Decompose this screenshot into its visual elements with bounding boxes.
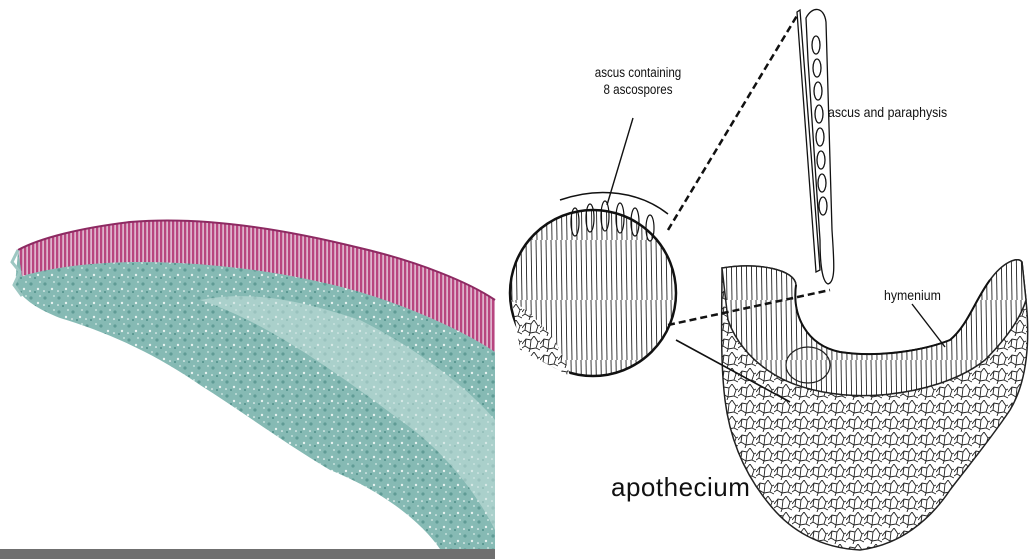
label-ascus-containing: ascus containing 8 ascospores <box>574 64 703 98</box>
label-apothecium: apothecium <box>611 472 750 503</box>
label-ascus-and-paraphysis: ascus and paraphysis <box>828 104 947 120</box>
photo-bottom-strip <box>0 549 495 559</box>
leader-hymenium <box>912 304 945 347</box>
label-ascus-line1: ascus containing <box>574 64 703 81</box>
magnified-hymenium <box>510 192 676 376</box>
dashed-connector-upper <box>668 14 798 230</box>
leader-ascus <box>607 118 633 205</box>
label-hymenium: hymenium <box>884 287 941 303</box>
label-ascus-line2: 8 ascospores <box>574 81 703 98</box>
micrograph-photo <box>0 0 500 559</box>
ascus-detail <box>797 9 834 284</box>
